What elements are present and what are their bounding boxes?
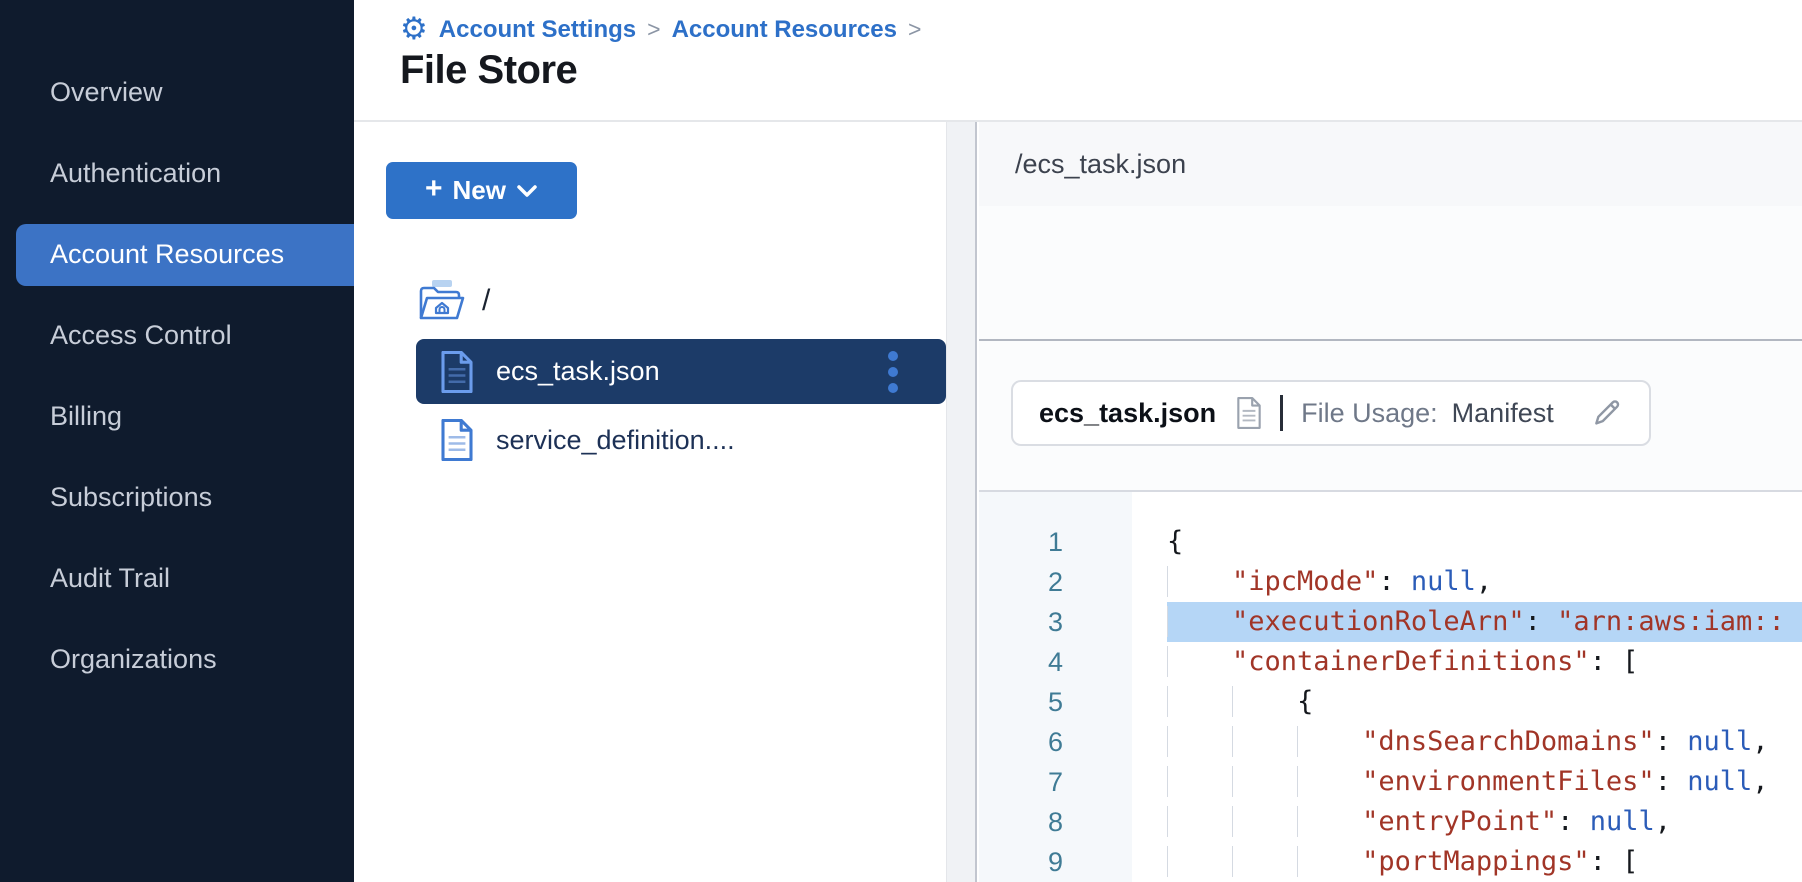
sidebar-item-authentication[interactable]: Authentication bbox=[50, 158, 222, 188]
sidebar-item-subscriptions[interactable]: Subscriptions bbox=[50, 482, 213, 512]
tab-divider bbox=[979, 339, 1802, 341]
root-folder-row: / bbox=[418, 279, 490, 323]
line-number: 7 bbox=[1047, 767, 1064, 797]
panel-splitter[interactable] bbox=[946, 122, 977, 882]
home-folder-icon[interactable] bbox=[418, 279, 466, 323]
code-line-5: 5 { bbox=[979, 682, 1802, 722]
file-row-label: ecs_task.json bbox=[496, 356, 660, 386]
file-icon bbox=[441, 350, 473, 393]
highlighted-code-text: "executionRoleArn": "arn:aws:iam:: bbox=[1167, 602, 1802, 642]
line-number: 1 bbox=[1047, 527, 1064, 557]
code-text: "environmentFiles": null, bbox=[1167, 762, 1802, 802]
page-header: ⚙ Account Settings > Account Resources > Fil… bbox=[354, 0, 1802, 122]
divider bbox=[1280, 395, 1284, 431]
plus-icon: + bbox=[425, 172, 443, 205]
code-line-1: 1{ bbox=[979, 522, 1802, 562]
sidebar-item-audit-trail[interactable]: Audit Trail bbox=[50, 563, 171, 593]
new-file-button-label: New bbox=[452, 175, 506, 205]
code-text: { bbox=[1167, 526, 1184, 557]
sidebar-item-billing[interactable]: Billing bbox=[50, 401, 123, 431]
chevron-down-icon bbox=[517, 184, 537, 197]
code-text: "containerDefinitions": [ bbox=[1167, 642, 1802, 682]
file-path-bar: /ecs_task.json bbox=[979, 122, 1802, 206]
file-info-card: ecs_task.json File Usage: Manifest bbox=[1011, 380, 1651, 446]
code-text: "entryPoint": null, bbox=[1167, 802, 1802, 842]
breadcrumb-separator: > bbox=[907, 16, 922, 42]
breadcrumb-link-account-settings[interactable]: Account Settings bbox=[438, 15, 637, 43]
document-icon bbox=[1236, 397, 1262, 429]
file-name-label: ecs_task.json bbox=[1039, 397, 1217, 428]
breadcrumb-separator: > bbox=[647, 16, 661, 42]
sidebar-item-overview[interactable]: Overview bbox=[50, 77, 163, 107]
line-number: 9 bbox=[1047, 847, 1064, 877]
line-number: 3 bbox=[1047, 607, 1064, 637]
sidebar-item-account-resources[interactable]: Account Resources bbox=[16, 223, 354, 286]
line-number: 2 bbox=[1047, 567, 1064, 597]
kebab-menu-icon[interactable] bbox=[884, 347, 902, 397]
file-usage-label: File Usage: bbox=[1301, 397, 1438, 428]
line-number: 8 bbox=[1047, 807, 1064, 837]
code-viewer: 1{2 "ipcMode": null,3 "executionRoleArn"… bbox=[979, 490, 1802, 882]
gear-icon: ⚙ bbox=[400, 11, 428, 47]
code-line-7: 7 "environmentFiles": null, bbox=[979, 762, 1802, 802]
new-file-button[interactable]: + New bbox=[386, 162, 577, 219]
edit-usage-pencil-icon[interactable] bbox=[1589, 396, 1623, 430]
breadcrumb: ⚙ Account Settings > Account Resources > bbox=[400, 14, 921, 45]
code-line-8: 8 "entryPoint": null, bbox=[979, 802, 1802, 842]
code-line-4: 4 "containerDefinitions": [ bbox=[979, 642, 1802, 682]
file-store-panel: + New / ecs_task.json service_definition.… bbox=[354, 122, 946, 882]
file-list: ecs_task.json service_definition.... bbox=[416, 339, 946, 470]
code-text: "portMappings": [ bbox=[1167, 842, 1802, 882]
code-line-6: 6 "dnsSearchDomains": null, bbox=[979, 722, 1802, 762]
sidebar-item-organizations[interactable]: Organizations bbox=[50, 644, 217, 674]
breadcrumb-link-account-resources[interactable]: Account Resources bbox=[671, 15, 897, 43]
file-row-ecs_task.json[interactable]: ecs_task.json bbox=[416, 339, 946, 404]
file-details-panel: /ecs_task.json DetailsReferenced byActiv… bbox=[979, 122, 1802, 882]
code-line-2: 2 "ipcMode": null, bbox=[979, 562, 1802, 602]
file-row-service_definition....[interactable]: service_definition.... bbox=[416, 410, 946, 470]
code-text: "dnsSearchDomains": null, bbox=[1167, 722, 1802, 762]
line-number: 4 bbox=[1047, 647, 1064, 677]
code-line-9: 9 "portMappings": [ bbox=[979, 842, 1802, 882]
file-row-label: service_definition.... bbox=[496, 424, 735, 455]
code-text: "ipcMode": null, bbox=[1167, 562, 1802, 602]
file-usage-value: Manifest bbox=[1451, 397, 1554, 428]
page-title: File Store bbox=[400, 48, 578, 92]
line-number: 5 bbox=[1047, 687, 1064, 717]
line-number: 6 bbox=[1047, 727, 1064, 757]
sidebar-item-access-control[interactable]: Access Control bbox=[50, 320, 232, 350]
file-icon bbox=[441, 419, 473, 461]
code-text: { bbox=[1167, 682, 1802, 722]
root-path-label: / bbox=[482, 284, 491, 317]
file-path-text: /ecs_task.json bbox=[1015, 148, 1187, 179]
code-line-3: 3 "executionRoleArn": "arn:aws:iam:: bbox=[979, 602, 1802, 642]
